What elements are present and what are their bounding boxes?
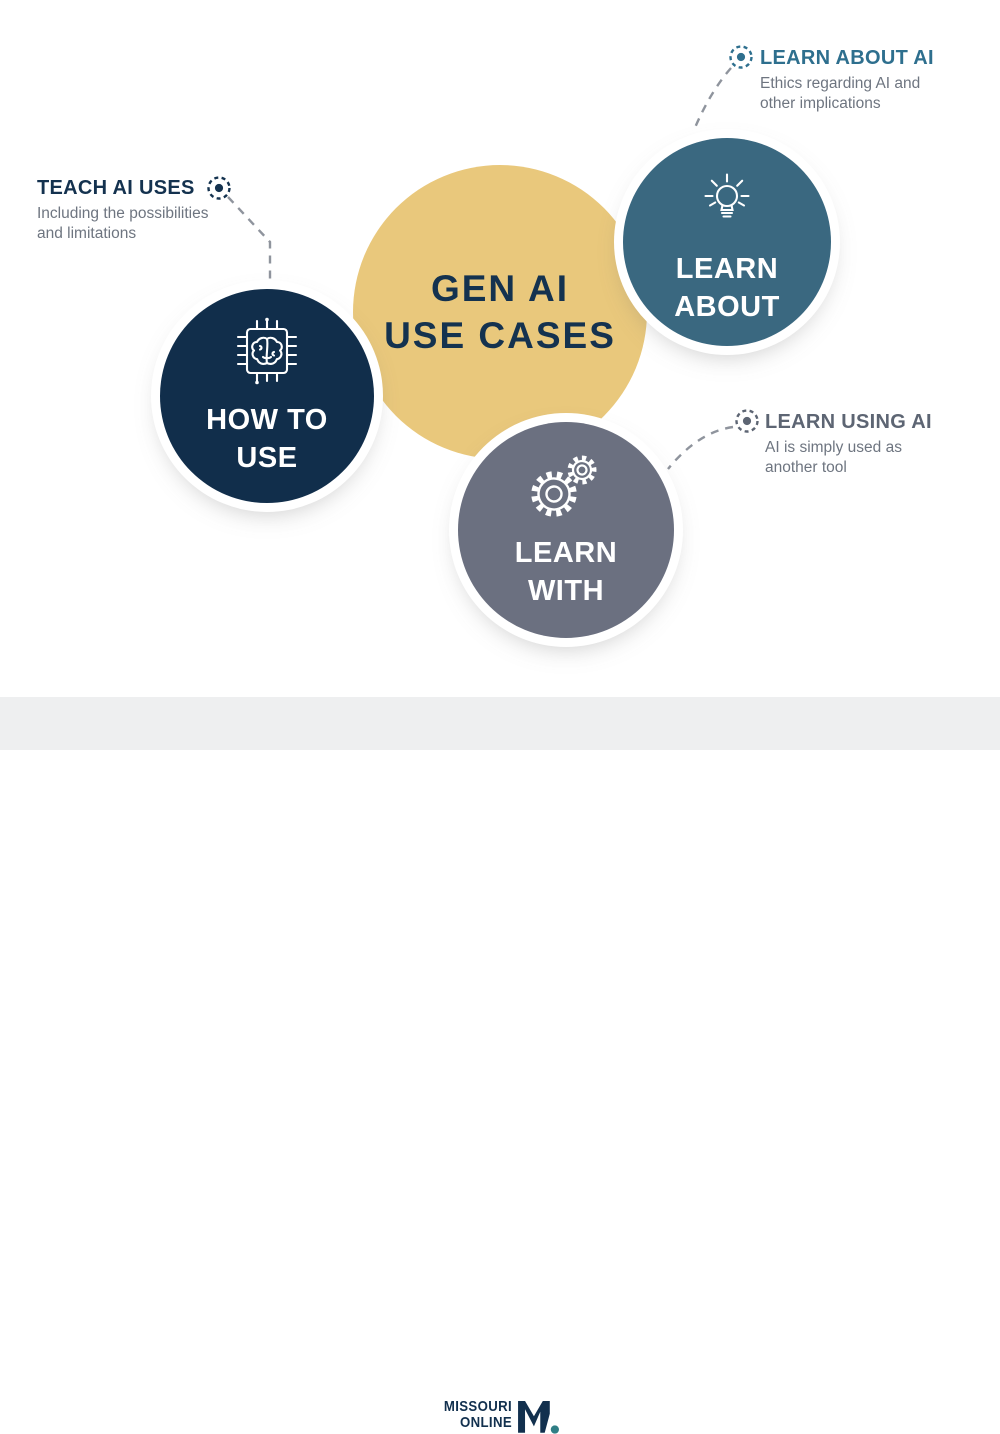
infographic-canvas: GEN AI USE CASES HOW TO bbox=[0, 45, 1000, 1434]
logo-dot bbox=[550, 1425, 559, 1434]
callout-body: Including the possibilities and limitati… bbox=[37, 204, 208, 244]
callout-learn-using-ai: LEARN USING AI AI is simply used as anot… bbox=[765, 410, 932, 478]
callout-teach-ai-uses: TEACH AI USES Including the possibilitie… bbox=[37, 176, 208, 244]
callout-body-line-2: another tool bbox=[765, 459, 847, 476]
callout-body-line-1: Ethics regarding AI and bbox=[760, 75, 921, 92]
brand-wordmark: MISSOURI ONLINE bbox=[396, 1399, 512, 1431]
callout-heading: TEACH AI USES bbox=[37, 177, 195, 199]
brand-line-missouri: MISSOURI bbox=[443, 1398, 512, 1415]
bubble-label-line-2: USE bbox=[236, 442, 298, 474]
bubble-label: LEARN WITH bbox=[515, 534, 617, 610]
bubble-learn-about: LEARN ABOUT bbox=[623, 138, 831, 346]
lightbulb-icon bbox=[691, 164, 763, 236]
callout-heading: LEARN ABOUT AI bbox=[760, 47, 934, 69]
callout-body: AI is simply used as another tool bbox=[765, 438, 932, 478]
bubble-label-line-1: HOW TO bbox=[206, 404, 328, 436]
missouri-m-logo bbox=[518, 1401, 559, 1434]
connector-teach bbox=[227, 196, 272, 284]
callout-learn-about-ai: LEARN ABOUT AI Ethics regarding AI and o… bbox=[760, 46, 934, 114]
callout-heading: LEARN USING AI bbox=[765, 411, 932, 433]
connector-about bbox=[692, 67, 732, 131]
ai-chip-icon bbox=[231, 315, 303, 387]
title-line-2: USE CASES bbox=[384, 315, 616, 356]
infographic-title: GEN AI USE CASES bbox=[384, 265, 616, 359]
bubble-label: HOW TO USE bbox=[206, 401, 328, 477]
bubble-label-line-2: WITH bbox=[527, 575, 605, 607]
target-icon-teach bbox=[207, 176, 231, 200]
bubble-label-line-1: LEARN bbox=[514, 537, 618, 569]
gears-icon bbox=[524, 448, 608, 520]
callout-body-line-1: AI is simply used as bbox=[765, 439, 902, 456]
title-line-1: GEN AI bbox=[430, 268, 570, 309]
footer-band: MISSOURI ONLINE bbox=[0, 697, 1000, 1434]
callout-body: Ethics regarding AI and other implicatio… bbox=[760, 74, 934, 114]
callout-body-line-2: and limitations bbox=[37, 225, 137, 242]
callout-body-line-2: other implications bbox=[760, 95, 881, 112]
bubble-label-line-1: LEARN bbox=[675, 253, 779, 285]
callout-body-line-1: Including the possibilities bbox=[37, 205, 209, 222]
connector-using bbox=[667, 425, 734, 470]
bubble-label-line-2: ABOUT bbox=[674, 291, 780, 323]
bubble-label: LEARN ABOUT bbox=[674, 250, 780, 326]
target-icon-using bbox=[735, 409, 759, 433]
center-circle: GEN AI USE CASES bbox=[353, 165, 647, 459]
brand-line-online: ONLINE bbox=[460, 1414, 512, 1431]
target-icon-about bbox=[729, 45, 753, 69]
bubble-how-to-use: HOW TO USE bbox=[160, 289, 374, 503]
bubble-learn-with: LEARN WITH bbox=[458, 422, 674, 638]
